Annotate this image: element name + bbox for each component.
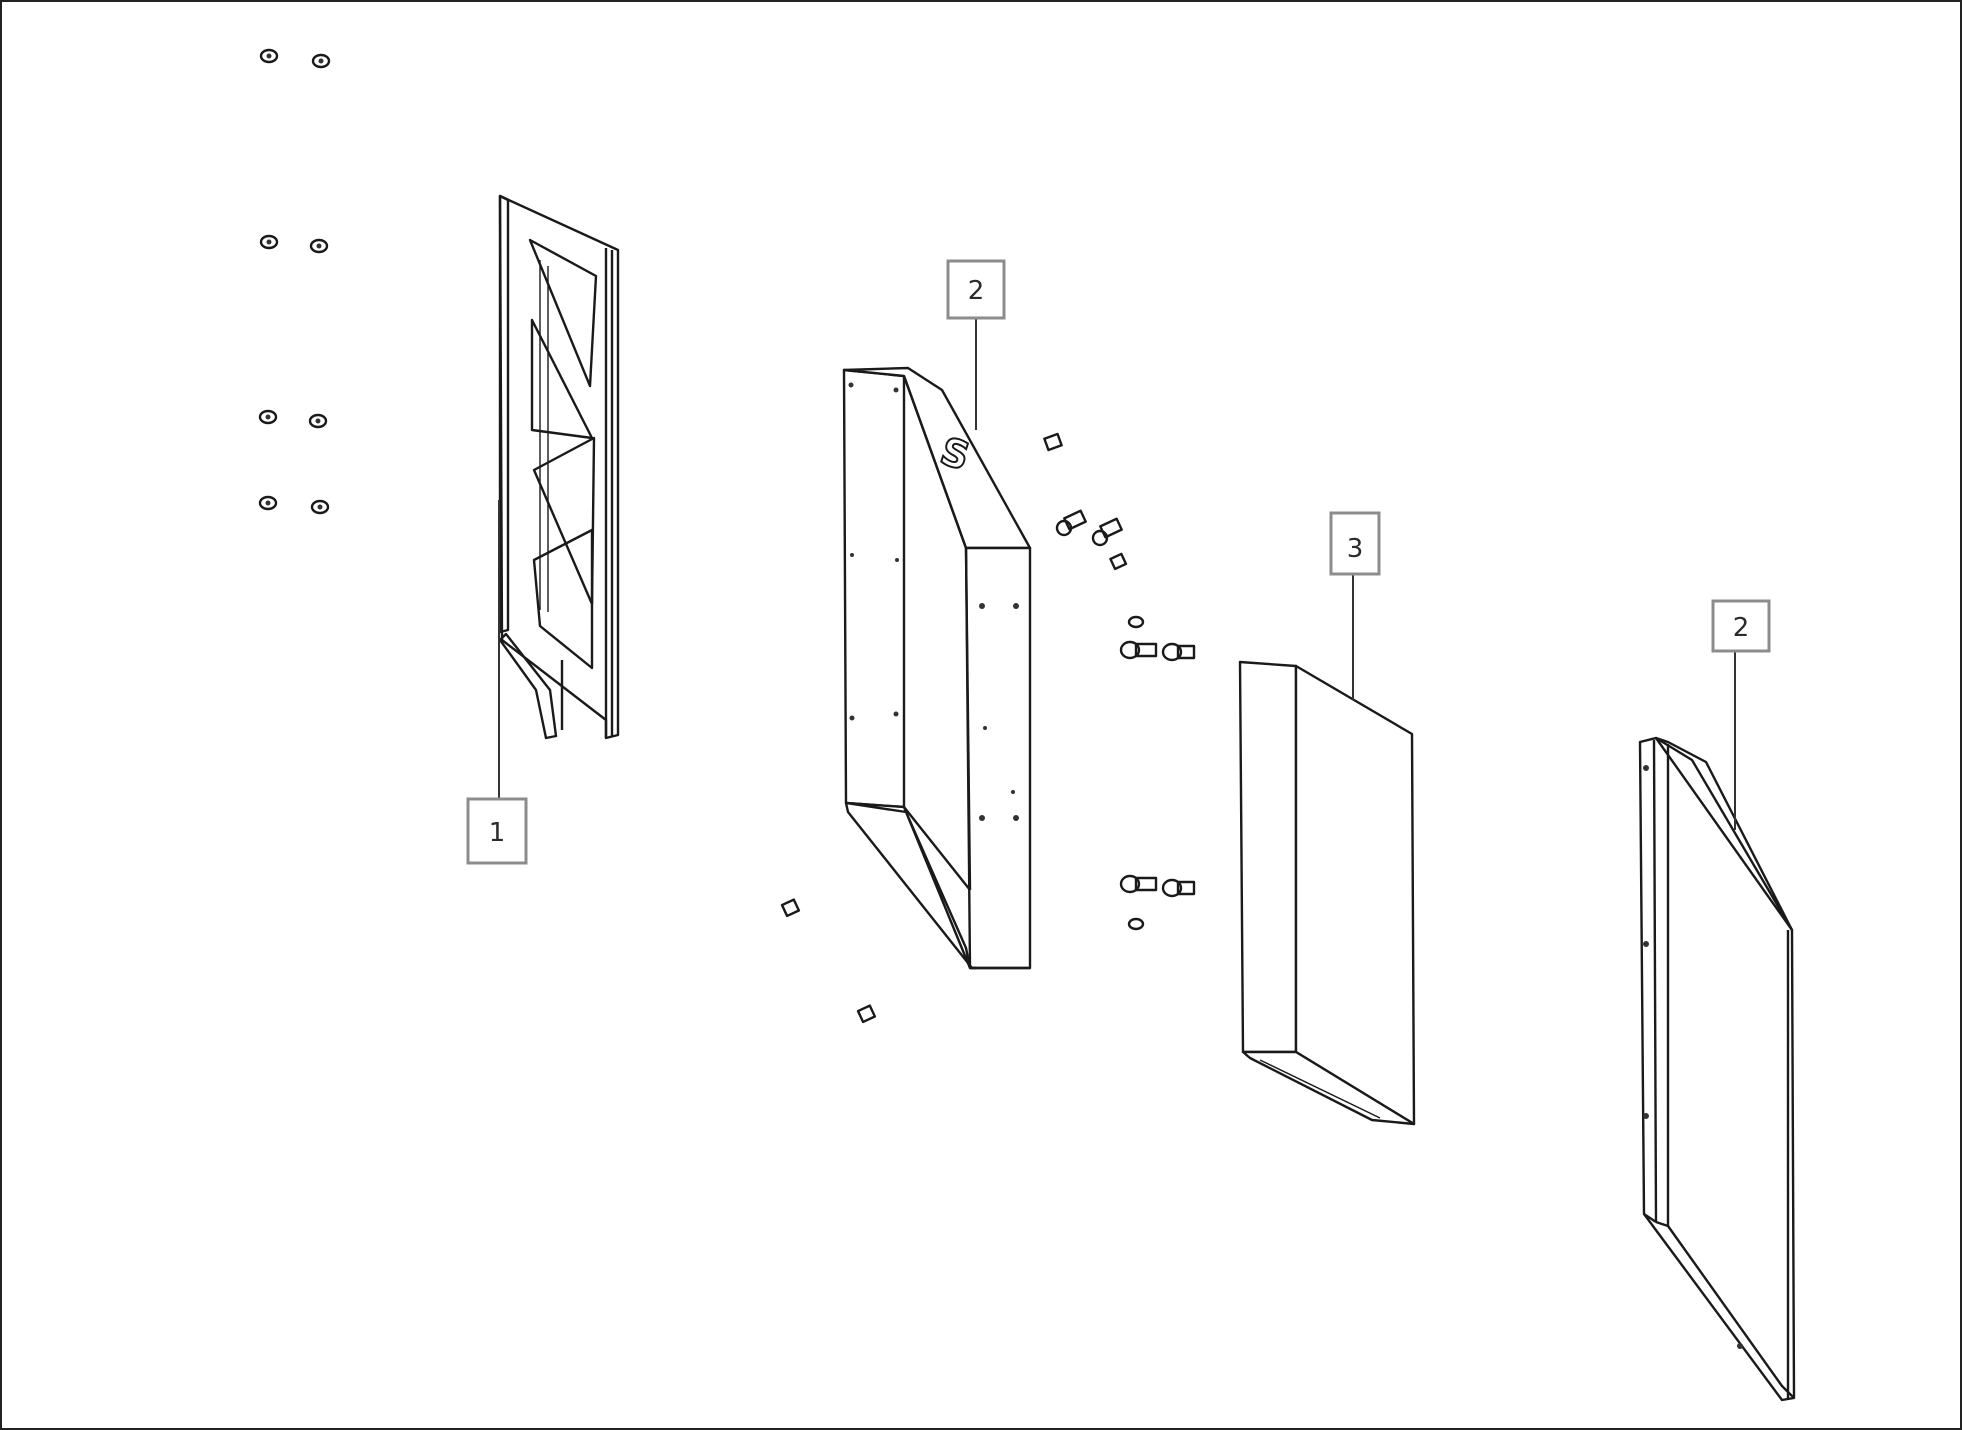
nut-icon bbox=[258, 495, 278, 511]
front-cover-part bbox=[1638, 736, 1796, 1402]
callout-box-2a bbox=[946, 259, 1006, 320]
callout-label-2b: 2 bbox=[1733, 613, 1750, 643]
callout-box-1 bbox=[466, 797, 528, 865]
callout-box-3 bbox=[1329, 511, 1381, 576]
callout-label-2a: 2 bbox=[968, 276, 985, 306]
bolt-icon bbox=[1161, 878, 1196, 898]
fastener-group-left bbox=[258, 48, 331, 515]
housing-box-part: S bbox=[842, 366, 1032, 970]
nut-icon bbox=[259, 48, 279, 64]
fastener-group-center bbox=[780, 432, 1196, 1024]
clip-nut-icon bbox=[1043, 432, 1063, 452]
nut-icon bbox=[259, 234, 279, 250]
callout-box-2b bbox=[1711, 599, 1771, 653]
mounting-frame-part bbox=[498, 194, 620, 740]
screw-icon bbox=[1091, 517, 1123, 547]
bolt-icon bbox=[1119, 874, 1158, 894]
clip-nut-icon bbox=[856, 1004, 877, 1024]
callout-label-3: 3 bbox=[1347, 534, 1364, 564]
washer-icon bbox=[1127, 917, 1145, 931]
nut-icon bbox=[258, 409, 278, 425]
washer-icon bbox=[1127, 615, 1145, 629]
callout-label-1: 1 bbox=[489, 818, 506, 848]
bolt-icon bbox=[1119, 640, 1158, 660]
nut-icon bbox=[308, 413, 328, 429]
screw-icon bbox=[1055, 509, 1087, 537]
nut-icon bbox=[309, 238, 329, 254]
nut-icon bbox=[311, 53, 331, 69]
nut-icon bbox=[310, 499, 330, 515]
bolt-icon bbox=[1161, 642, 1196, 662]
inner-panel-part bbox=[1238, 660, 1416, 1126]
clip-nut-icon bbox=[1109, 552, 1128, 571]
clip-nut-icon bbox=[780, 898, 801, 918]
